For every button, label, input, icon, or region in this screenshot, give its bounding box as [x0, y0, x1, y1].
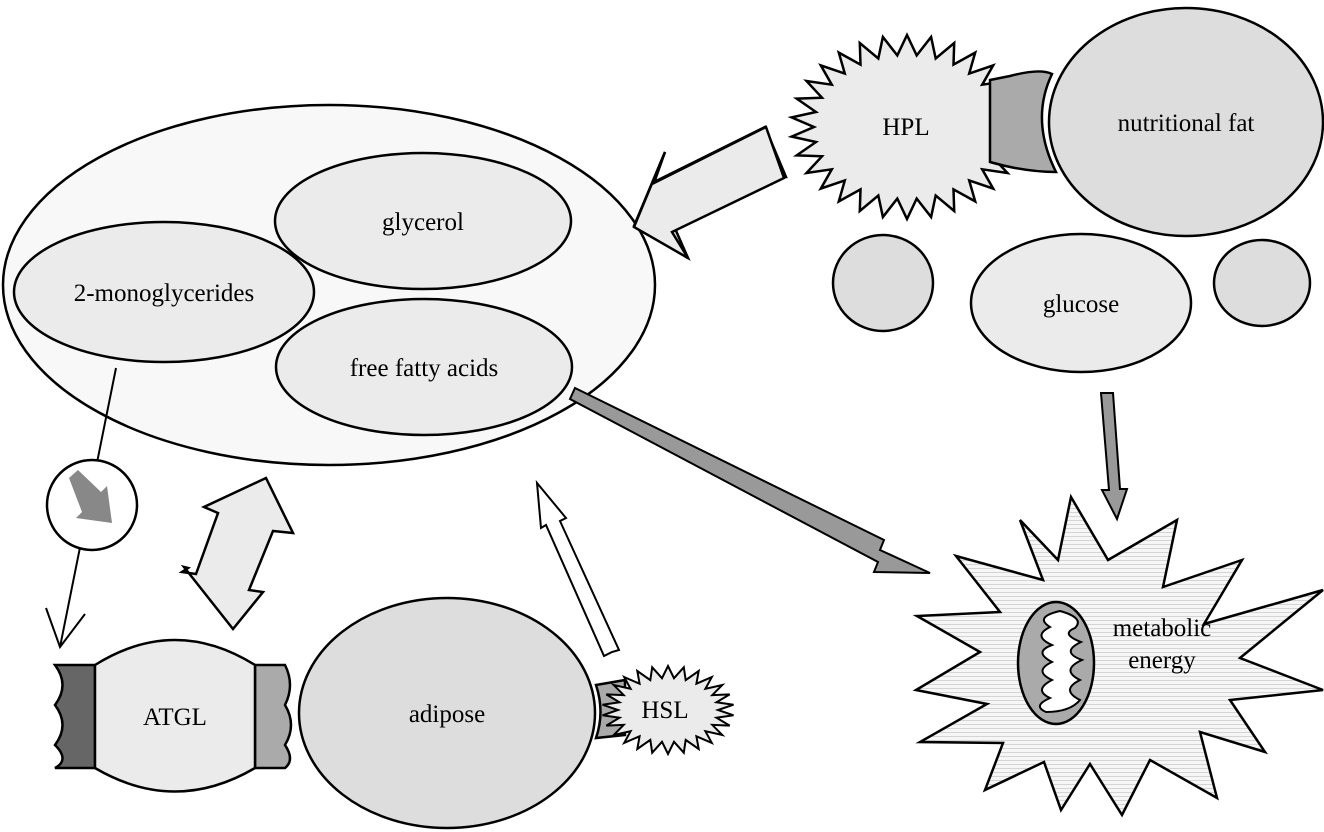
monoglycerides-node [12, 220, 316, 364]
metabolic-energy-label-1: metabolic [1113, 615, 1212, 642]
nutritional-fat-label: nutritional fat [1118, 110, 1255, 137]
inhibition-arrow-icon [69, 470, 112, 523]
ffa-to-energy-arrow [568, 386, 931, 574]
digestion-block-arrow-body [632, 125, 786, 260]
small-circle-left [831, 233, 935, 333]
small-circle-right [1212, 238, 1312, 328]
adipose-label: adipose [409, 701, 485, 728]
mitochondrion-cristae [1039, 609, 1085, 714]
exchange-double-arrow [178, 476, 296, 632]
hsl-to-pool-arrow [535, 479, 621, 658]
glucose-node [969, 232, 1193, 374]
hpl-label: HPL [882, 114, 929, 141]
atgl-right-cap [253, 663, 293, 770]
adipose-node [297, 596, 597, 830]
free-fatty-acids-label: free fatty acids [350, 355, 499, 382]
monoglyceride-to-atgl-arrowhead [45, 607, 86, 650]
hpl-connector [988, 70, 1059, 174]
atgl-body [93, 638, 257, 793]
free-fatty-acids-node [274, 297, 574, 437]
monoglycerides-label: 2-monoglycerides [74, 280, 255, 307]
metabolic-energy-label-2: energy [1128, 647, 1196, 674]
glucose-to-energy-arrow [1099, 392, 1129, 522]
glycerol-label: glycerol [382, 209, 464, 236]
atgl-label: ATGL [143, 704, 207, 731]
hsl-starburst [602, 663, 734, 757]
glycerol-node [273, 151, 573, 291]
atgl-left-cap [52, 663, 97, 770]
hsl-label: HSL [641, 697, 688, 724]
glucose-label: glucose [1043, 291, 1119, 318]
metabolic-energy-burst [912, 493, 1324, 818]
nutritional-fat-node [1047, 6, 1324, 238]
